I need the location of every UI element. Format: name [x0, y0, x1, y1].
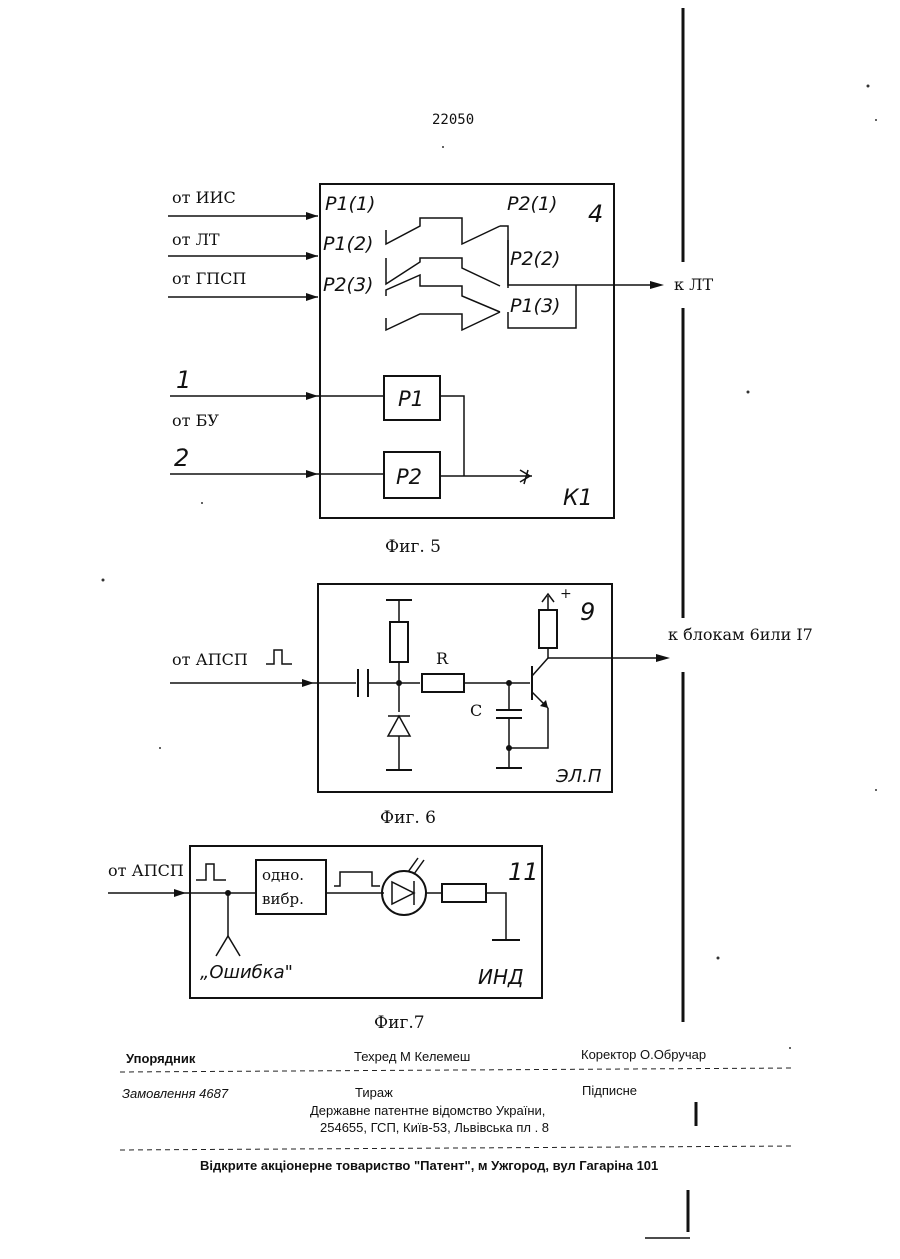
indicator-resistor-icon: [442, 884, 486, 902]
contact-label-p1-3: Р1(3): [510, 295, 560, 317]
input-label-iis: от ИИС: [172, 188, 236, 207]
fig7-caption: Фиг.7: [374, 1013, 425, 1033]
contact-label-p2-3: Р2(3): [323, 274, 373, 296]
control-line-2-label: 2: [174, 444, 189, 472]
output-label-blocks: к блокам 6или I7: [668, 625, 813, 644]
contact-label-p1-2: Р1(2): [323, 233, 373, 255]
error-label: „Ошибка": [200, 962, 293, 983]
collector-resistor-icon: [539, 610, 557, 648]
one-shot-label-2: вибр.: [262, 890, 304, 908]
error-output-icon: [216, 936, 240, 956]
input-label-gpsp: от ГПСП: [172, 269, 246, 288]
resistor-r-icon: [422, 674, 464, 692]
fig6-caption: Фиг. 6: [380, 808, 436, 828]
input-label-apsp-7: от АПСП: [108, 861, 184, 880]
diode-icon: [388, 716, 410, 736]
block-label-ind: ИНД: [478, 965, 524, 989]
tech-editor-label: Техред М Келемеш: [354, 1049, 470, 1064]
page-number: 22050: [432, 112, 474, 128]
office-line-1: Державне патентне відомство України,: [310, 1103, 545, 1118]
resistor-r-label: R: [436, 649, 449, 668]
transistor-icon: [532, 658, 548, 708]
imprint-footer: Упорядник Техред М Келемеш Коректор О.Об…: [120, 1047, 795, 1173]
led-icon: [382, 858, 426, 915]
compiler-label: Упорядник: [126, 1051, 196, 1066]
block-label-k1: К1: [563, 486, 593, 511]
figure-7: от АПСП „Ошибка" одно. вибр. 11 ИНД Фиг.…: [108, 846, 542, 1033]
pulse-icon-7b: [334, 872, 380, 886]
plus-label: +: [560, 586, 572, 602]
pulse-icon-7: [196, 864, 226, 880]
bias-resistor-icon: [390, 622, 408, 662]
block-number-11: 11: [508, 858, 539, 886]
block-number-4: 4: [588, 200, 603, 228]
contact-label-p1-1: Р1(1): [325, 193, 375, 215]
block-label-el-p: ЭЛ.П: [555, 766, 602, 787]
control-line-1-label: 1: [176, 366, 191, 394]
contact-label-p2-2: Р2(2): [510, 248, 560, 270]
fig5-caption: Фиг. 5: [385, 537, 441, 557]
control-source-label: от БУ: [172, 411, 219, 430]
block-number-9: 9: [580, 598, 595, 626]
circulation-label: Тираж: [355, 1085, 393, 1100]
contact-label-p2-1: Р2(1): [507, 193, 557, 215]
signed-label: Підписне: [582, 1083, 637, 1098]
publisher-line: Відкрите акціонерне товариство "Патент",…: [200, 1158, 658, 1173]
relay-p2-label: Р2: [396, 465, 422, 489]
one-shot-label-1: одно.: [262, 866, 304, 884]
input-label-apsp-6: от АПСП: [172, 650, 248, 669]
capacitor-c-label: C: [470, 701, 482, 720]
output-label-lt: к ЛТ: [674, 275, 713, 294]
relay-p1-label: Р1: [398, 387, 424, 411]
pulse-icon: [266, 650, 292, 664]
corrector-label: Коректор О.Обручар: [581, 1047, 706, 1062]
input-label-lt: от ЛТ: [172, 230, 220, 249]
figure-5: от ИИС от ЛТ от ГПСП Р1(1) Р1(2) Р2(3) Р…: [168, 184, 713, 557]
office-line-2: 254655, ГСП, Київ-53, Львівська пл . 8: [320, 1120, 549, 1135]
order-label: Замовлення 4687: [122, 1086, 229, 1101]
figure-6: от АПСП R C: [170, 584, 813, 828]
